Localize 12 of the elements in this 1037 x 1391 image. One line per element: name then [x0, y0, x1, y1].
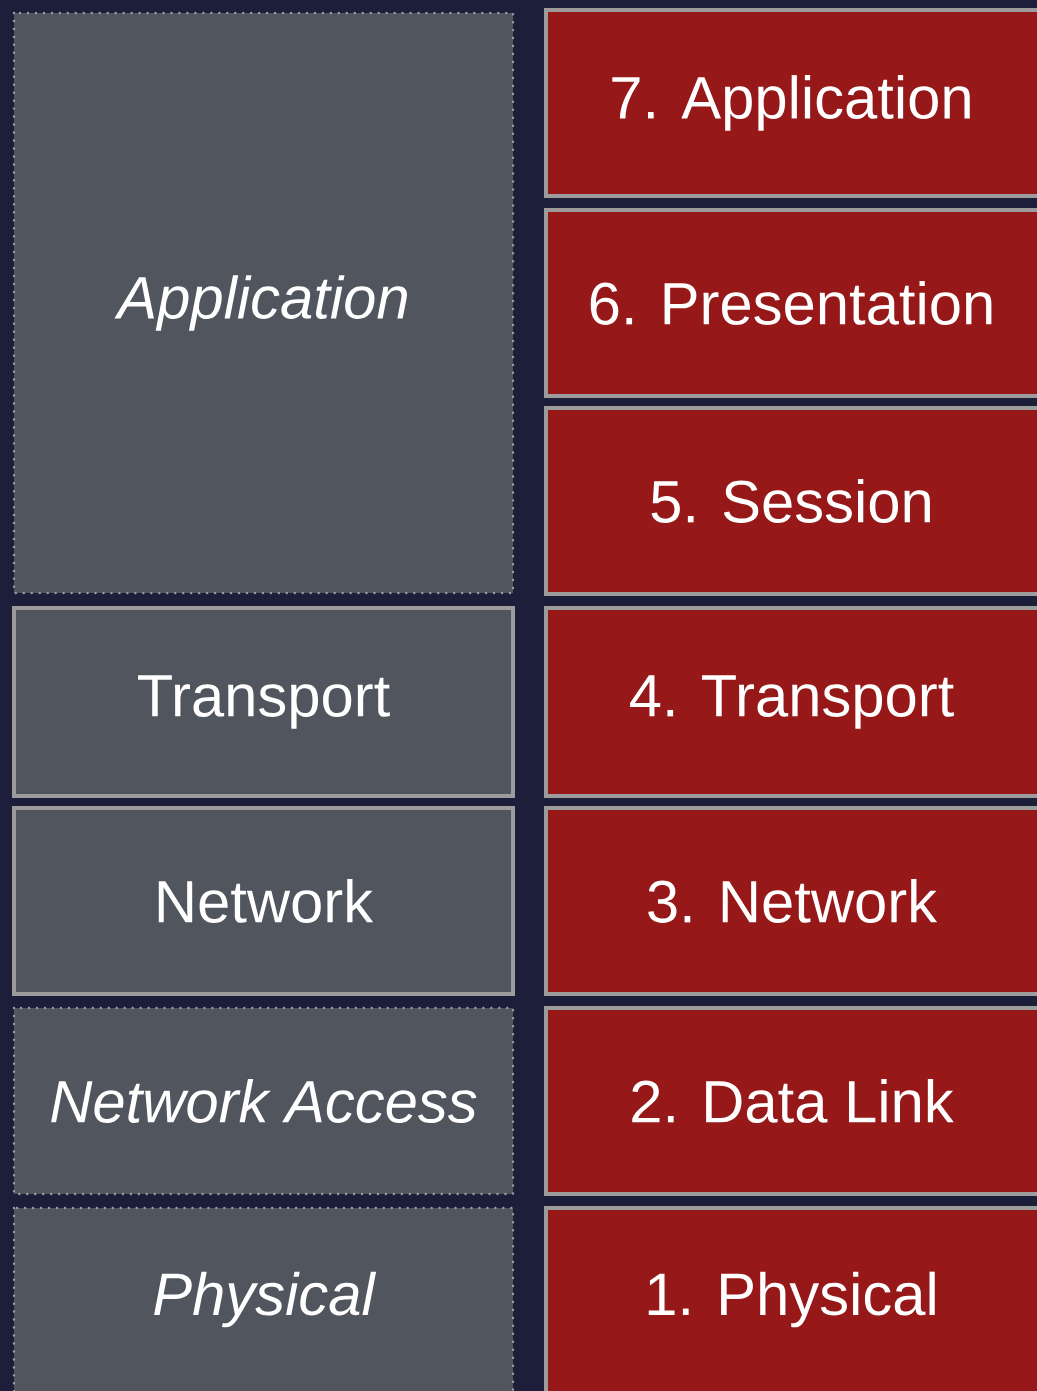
layer-box: Network — [12, 806, 515, 996]
osi-layer-box: 7. Application — [544, 8, 1037, 198]
osi-layer-box: 5. Session — [544, 406, 1037, 596]
layer-box: Network Access — [12, 1006, 515, 1196]
osi-layer-box: 2. Data Link — [544, 1006, 1037, 1196]
layer-box: Application — [12, 11, 515, 595]
osi-layer-box: 3. Network — [544, 806, 1037, 996]
osi-layer-box: 1. Physical — [544, 1206, 1037, 1391]
osi-layer-box: 6. Presentation — [544, 208, 1037, 398]
layer-box: Transport — [12, 606, 515, 798]
layer-box: Physical — [12, 1206, 515, 1391]
osi-layer-box: 4. Transport — [544, 606, 1037, 798]
